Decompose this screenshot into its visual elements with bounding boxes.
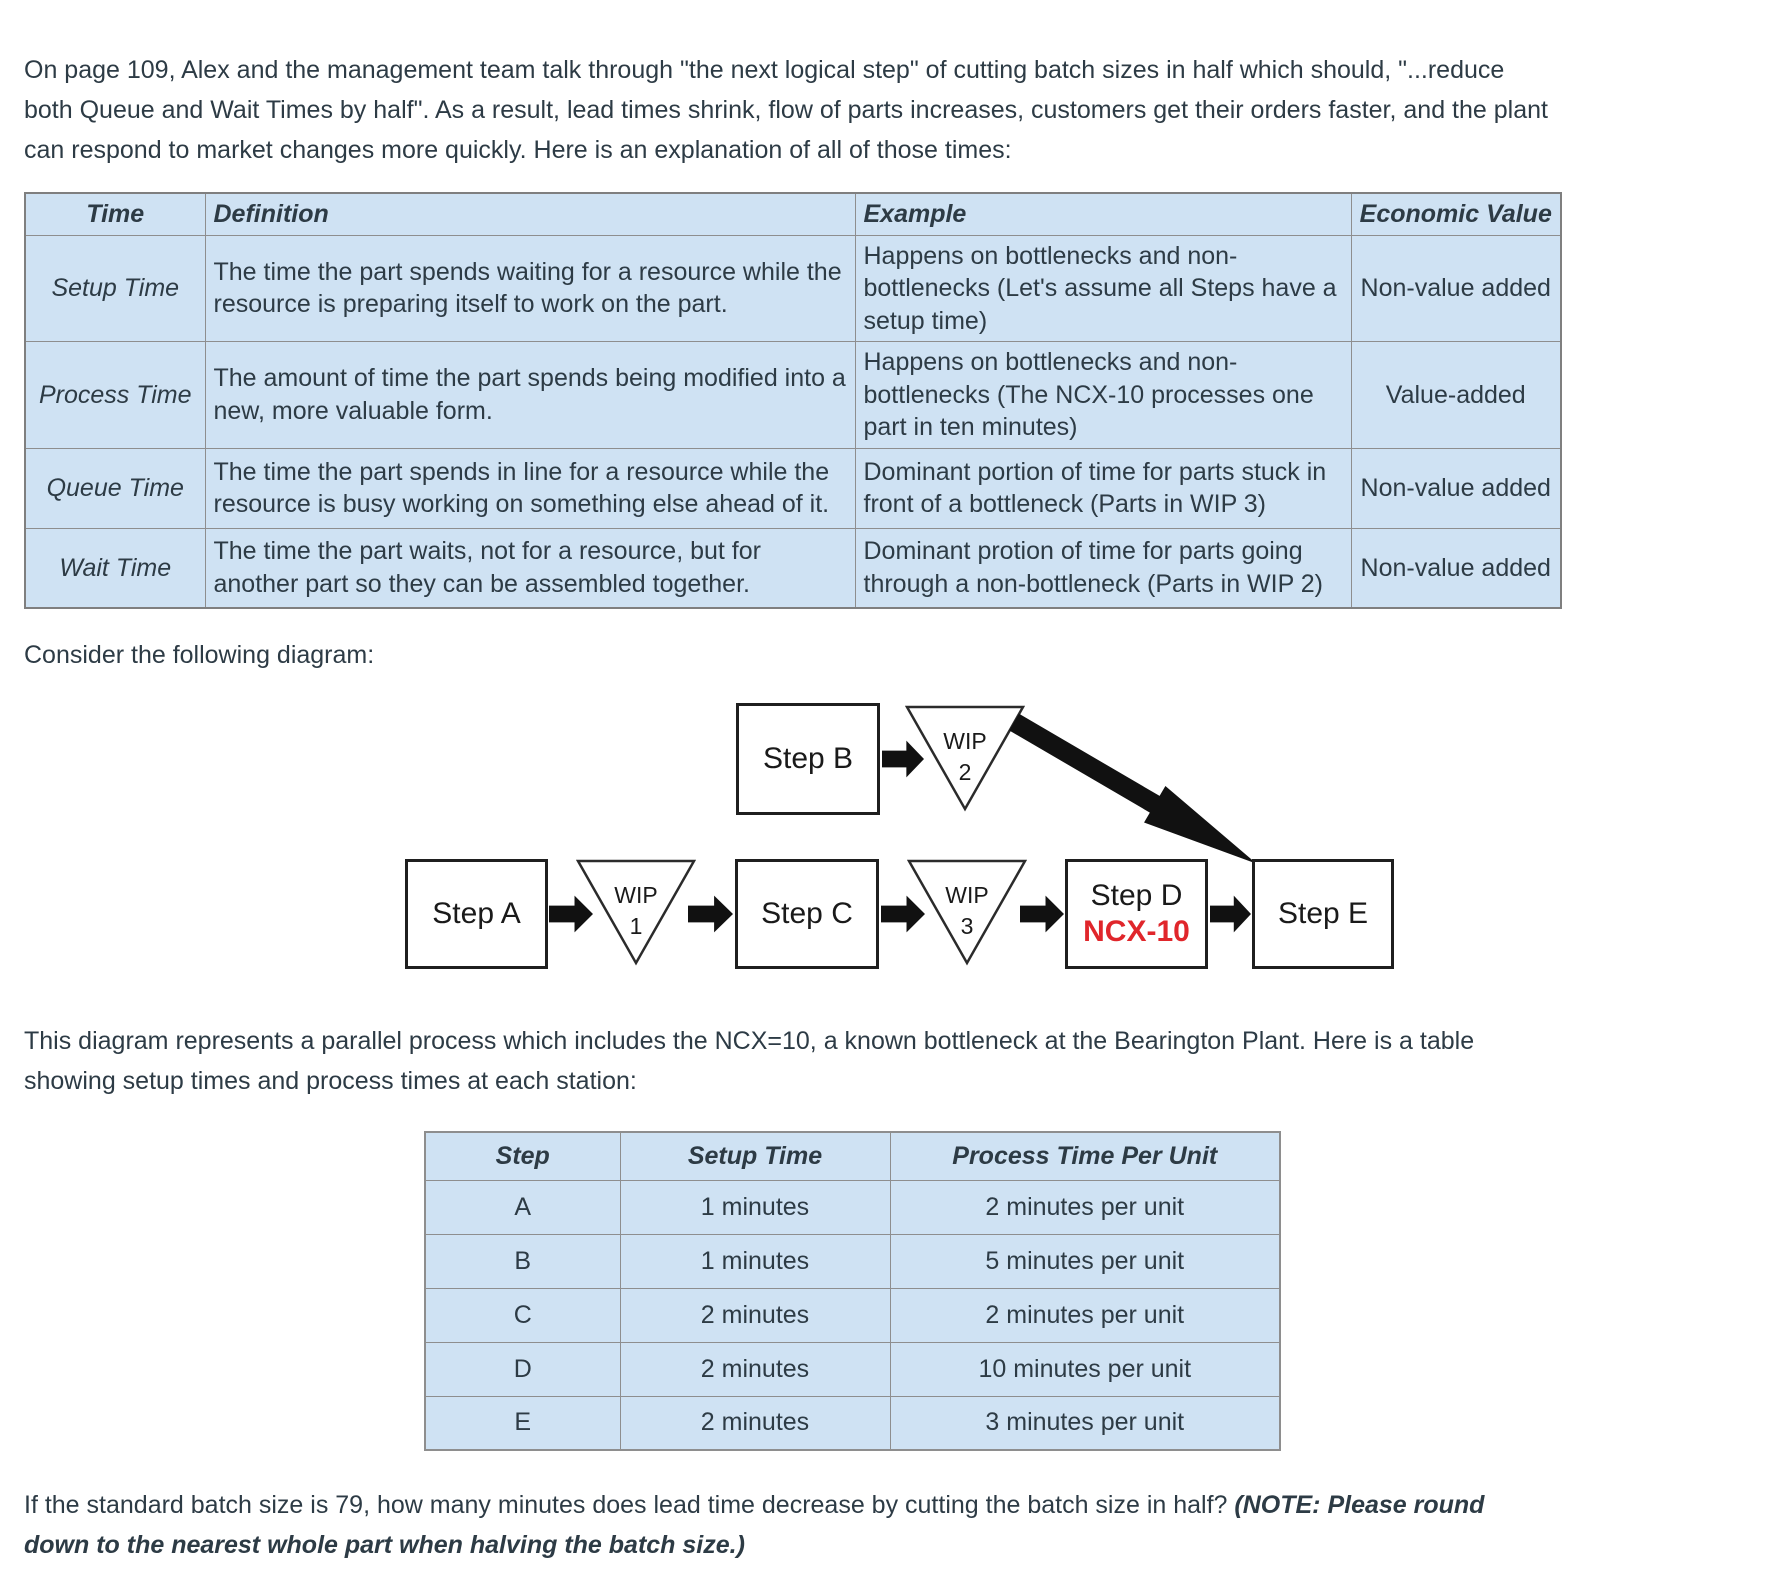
arrow-wip2-to-step-e-icon	[1002, 702, 1268, 883]
time-name-cell: Wait Time	[24, 527, 206, 609]
column-header-setup-time: Setup Time	[619, 1131, 891, 1181]
ncx10-label: NCX-10	[1083, 915, 1190, 948]
consider-diagram-text: Consider the following diagram:	[24, 641, 375, 669]
setup-time-cell: 2 minutes	[619, 1341, 891, 1397]
table-row-queue-time: Queue Time The time the part spends in l…	[24, 447, 1562, 529]
process-time-cell: 10 minutes per unit	[889, 1341, 1281, 1397]
triangle-shape	[576, 859, 696, 966]
process-time-cell: 2 minutes per unit	[889, 1179, 1281, 1235]
step-cell: D	[424, 1341, 621, 1397]
time-name-cell: Setup Time	[24, 234, 206, 342]
column-header-definition: Definition	[204, 192, 856, 236]
step-d-box: Step D NCX-10	[1065, 859, 1208, 969]
station-row-e: E 2 minutes 3 minutes per unit	[424, 1395, 1281, 1451]
process-time-cell: 2 minutes per unit	[889, 1287, 1281, 1343]
triangle-shape	[905, 705, 1025, 812]
definition-cell: The amount of time the part spends being…	[204, 341, 856, 449]
column-header-step: Step	[424, 1131, 621, 1181]
times-table-header-row: Time Definition Example Economic Value	[24, 192, 1562, 236]
setup-time-cell: 1 minutes	[619, 1179, 891, 1235]
wip2-triangle: WIP 2	[905, 705, 1025, 812]
question-text: If the standard batch size is 79, how ma…	[24, 1491, 1235, 1519]
column-header-example: Example	[854, 192, 1352, 236]
time-name-cell: Queue Time	[24, 447, 206, 529]
wip2-number: 2	[959, 759, 972, 785]
question-paragraph: If the standard batch size is 79, how ma…	[24, 1485, 1554, 1565]
step-e-label: Step E	[1277, 897, 1369, 930]
wip1-triangle: WIP 1	[576, 859, 696, 966]
intro-paragraph: On page 109, Alex and the management tea…	[24, 56, 1548, 164]
economic-value-cell: Value-added	[1350, 341, 1562, 449]
wip3-triangle: WIP 3	[907, 859, 1027, 966]
step-b-label: Step B	[762, 742, 854, 775]
example-cell: Dominant portion of time for parts stuck…	[854, 447, 1352, 529]
table-row-wait-time: Wait Time The time the part waits, not f…	[24, 527, 1562, 609]
example-cell: Happens on bottlenecks and non-bottlenec…	[854, 341, 1352, 449]
arrow-d-to-e-icon	[1210, 895, 1251, 933]
times-definition-table: Time Definition Example Economic Value S…	[24, 192, 1562, 609]
process-time-cell: 5 minutes per unit	[889, 1233, 1281, 1289]
example-cell: Happens on bottlenecks and non-bottlenec…	[854, 234, 1352, 342]
economic-value-cell: Non-value added	[1350, 234, 1562, 342]
step-b-box: Step B	[736, 703, 880, 815]
step-a-label: Step A	[432, 897, 521, 930]
step-cell: B	[424, 1233, 621, 1289]
station-row-c: C 2 minutes 2 minutes per unit	[424, 1287, 1281, 1343]
column-header-process-time: Process Time Per Unit	[889, 1131, 1281, 1181]
definition-cell: The time the part spends waiting for a r…	[204, 234, 856, 342]
setup-time-cell: 2 minutes	[619, 1395, 891, 1451]
wip-label: WIP	[945, 882, 988, 908]
step-a-box: Step A	[405, 859, 548, 969]
setup-time-cell: 2 minutes	[619, 1287, 891, 1343]
wip-label: WIP	[614, 882, 657, 908]
definition-cell: The time the part waits, not for a resou…	[204, 527, 856, 609]
station-row-b: B 1 minutes 5 minutes per unit	[424, 1233, 1281, 1289]
process-time-cell: 3 minutes per unit	[889, 1395, 1281, 1451]
step-cell: C	[424, 1287, 621, 1343]
column-header-time: Time	[24, 192, 206, 236]
economic-value-cell: Non-value added	[1350, 527, 1562, 609]
step-e-box: Step E	[1252, 859, 1394, 969]
column-header-economic-value: Economic Value	[1350, 192, 1562, 236]
step-c-box: Step C	[735, 859, 879, 969]
triangle-shape	[907, 859, 1027, 966]
step-c-label: Step C	[761, 897, 853, 930]
table-row-process-time: Process Time The amount of time the part…	[24, 341, 1562, 449]
wip-label: WIP	[943, 728, 986, 754]
diagram-caption: This diagram represents a parallel proce…	[24, 1027, 1475, 1095]
station-row-d: D 2 minutes 10 minutes per unit	[424, 1341, 1281, 1397]
step-cell: E	[424, 1395, 621, 1451]
station-row-a: A 1 minutes 2 minutes per unit	[424, 1179, 1281, 1235]
wip1-number: 1	[630, 913, 643, 939]
time-name-cell: Process Time	[24, 341, 206, 449]
setup-time-cell: 1 minutes	[619, 1233, 891, 1289]
station-times-table: Step Setup Time Process Time Per Unit A …	[424, 1131, 1281, 1451]
definition-cell: The time the part spends in line for a r…	[204, 447, 856, 529]
process-flow-diagram: Step B WIP 2 Step A WIP 1 Step C WIP 3 S…	[24, 687, 1760, 987]
step-d-label: Step D	[1090, 879, 1183, 912]
example-cell: Dominant protion of time for parts going…	[854, 527, 1352, 609]
step-cell: A	[424, 1179, 621, 1235]
station-table-header-row: Step Setup Time Process Time Per Unit	[424, 1131, 1281, 1181]
economic-value-cell: Non-value added	[1350, 447, 1562, 529]
table-row-setup-time: Setup Time The time the part spends wait…	[24, 234, 1562, 342]
wip3-number: 3	[961, 913, 974, 939]
